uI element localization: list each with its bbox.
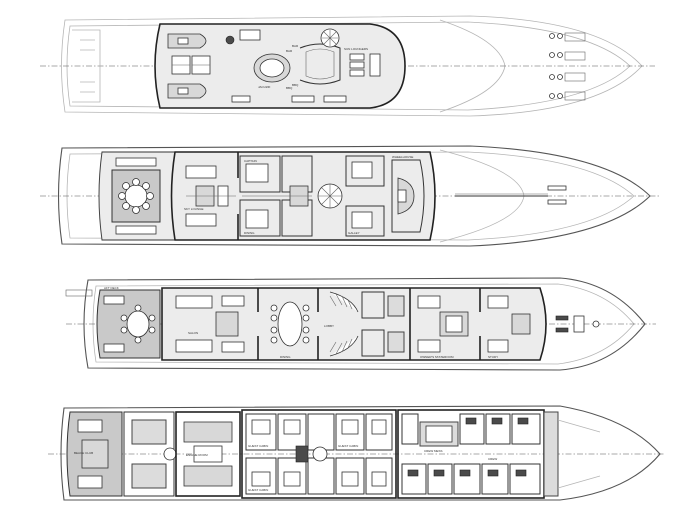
lower-label-7: CREW xyxy=(488,457,497,461)
lower-label-4: GUEST CABIN xyxy=(338,444,358,448)
bridge-label-4: DINING xyxy=(244,231,255,235)
lower-deck-plan xyxy=(48,405,664,501)
deck-labels: BAR BBQ SUN LOUNGERS JACUZZI SKY LOUNGE … xyxy=(74,44,498,492)
bridge-label-1: SKY LOUNGE xyxy=(184,207,203,211)
lower-label-6: CREW MESS xyxy=(424,449,443,453)
main-lobby-stair xyxy=(329,291,359,357)
main-aft-table xyxy=(120,304,156,344)
main-label-3: DINING xyxy=(280,355,291,359)
lower-label-3: GUEST CABIN xyxy=(248,444,268,448)
lower-label-2: ENGINE ROOM xyxy=(186,453,208,457)
lower-label-5: GUEST CABIN xyxy=(248,488,268,492)
bridge-spiral-stair xyxy=(317,183,343,209)
sun-label-3: SUN LOUNGERS xyxy=(344,47,368,51)
main-deck-plan xyxy=(65,277,656,371)
bridge-deck-plan xyxy=(40,145,660,247)
sun-label-2: BBQ xyxy=(292,83,299,87)
bow-fittings xyxy=(549,32,586,101)
sun-label-1: BAR xyxy=(292,44,299,48)
main-label-2: SALON xyxy=(188,331,198,335)
main-dining-table xyxy=(270,301,310,347)
sun-deck-stair xyxy=(320,28,340,48)
main-label-4: LOBBY xyxy=(324,324,334,328)
lower-label-1: BEACH CLUB xyxy=(74,451,93,455)
sun-label-4: JACUZZI xyxy=(258,85,270,89)
svg-text:BBQ: BBQ xyxy=(286,86,293,90)
sun-deck-plan: BAR BBQ xyxy=(40,15,655,117)
main-label-6: STUDY xyxy=(488,355,498,359)
svg-text:BAR: BAR xyxy=(286,49,293,53)
main-label-1: AFT DECK xyxy=(104,286,119,290)
bridge-label-3: WHEELHOUSE xyxy=(392,155,413,159)
bridge-label-5: GALLEY xyxy=(348,231,360,235)
bridge-label-2: CAPTAIN xyxy=(244,159,257,163)
main-label-5: OWNER'S STATEROOM xyxy=(420,355,454,359)
aft-dining-table xyxy=(118,178,154,214)
